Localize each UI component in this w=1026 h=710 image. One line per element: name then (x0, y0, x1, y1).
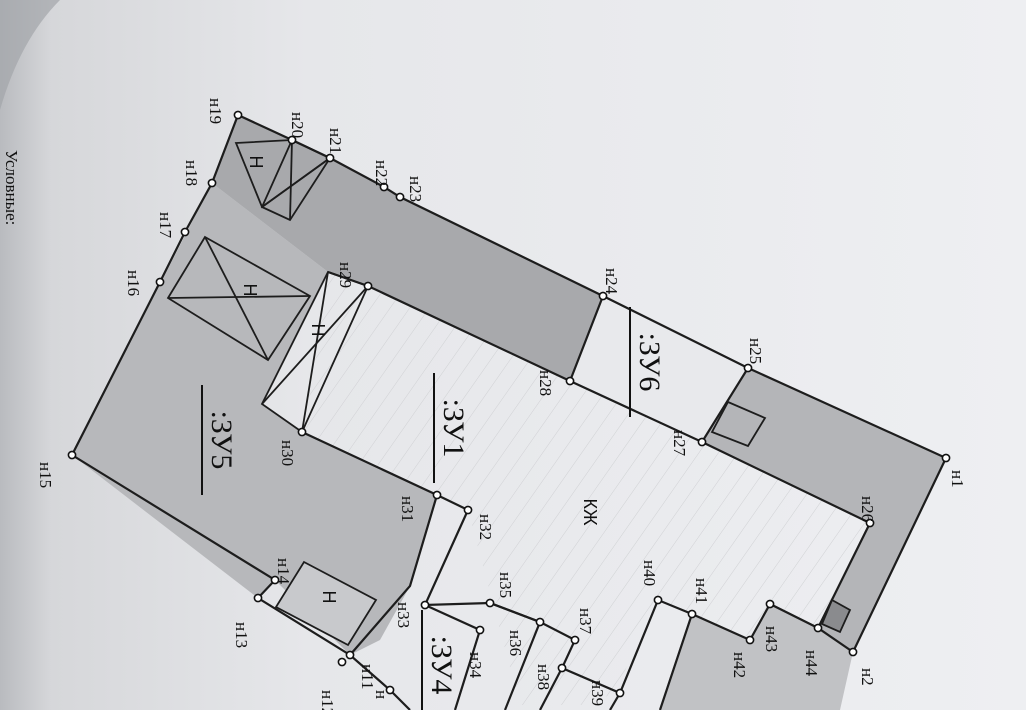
vertex-p25 (743, 363, 753, 373)
vertex-p44 (813, 623, 823, 633)
vertex-p30 (297, 427, 307, 437)
vertex-p34 (475, 625, 485, 635)
vertex-p40 (653, 595, 663, 605)
point-label-p17: н17 (156, 212, 175, 239)
building-label-3: Н (308, 324, 328, 337)
vertex-markers (67, 110, 951, 698)
vertex-p37 (570, 635, 580, 645)
point-label-p38: н38 (534, 664, 553, 690)
point-label-p19: н19 (206, 98, 225, 124)
point-label-p39: н39 (588, 680, 607, 706)
margin-text: Условные: (2, 150, 21, 225)
vertex-p1 (941, 453, 951, 463)
point-label-p45: н (372, 690, 391, 699)
vertex-p33 (420, 600, 430, 610)
vertex-p17 (180, 227, 190, 237)
point-label-p22: н22 (372, 160, 391, 186)
point-label-p18: н18 (182, 160, 201, 186)
point-label-p32: н32 (476, 514, 495, 540)
zone-label-zu4: :ЗУ4 (425, 636, 458, 695)
point-labels: н1 н2 н11 н12 н13 н14 н15 н16 н17 н18 н19 н20 н21 н22… (36, 98, 967, 710)
point-label-p15: н15 (36, 462, 55, 488)
photo-shadow (0, 0, 60, 110)
point-label-p21: н21 (326, 128, 345, 154)
vertex-p27 (697, 437, 707, 447)
building-label-4: Н (319, 591, 339, 604)
parcel-right-band (702, 368, 946, 652)
vertex-p24 (598, 291, 608, 301)
point-label-p43: н43 (762, 626, 781, 652)
point-label-p34: н34 (466, 652, 485, 679)
point-label-p30: н30 (278, 440, 297, 466)
point-label-p14: н14 (274, 558, 293, 585)
vertex-p18 (207, 178, 217, 188)
vertex-p43 (765, 599, 775, 609)
vertex-p15 (67, 450, 77, 460)
point-label-p2: н2 (858, 668, 877, 686)
parcel-top-band (212, 115, 603, 381)
buildings (166, 138, 852, 647)
vertex-p11 (345, 650, 355, 660)
zone-label-kzh: КЖ (580, 498, 600, 525)
point-label-p44: н44 (802, 650, 821, 677)
parcel-zu1 (302, 272, 870, 705)
vertex-p45 (385, 685, 395, 695)
vertex-p41 (687, 609, 697, 619)
point-label-p20: н20 (288, 112, 307, 138)
point-label-p12: н12 (318, 690, 337, 710)
point-label-p16: н16 (124, 270, 143, 296)
point-label-p25: н25 (746, 338, 765, 364)
vertex-p32 (463, 505, 473, 515)
vertex-p20 (287, 135, 297, 145)
point-label-p27: н27 (670, 430, 689, 457)
point-label-p26: н26 (858, 496, 877, 522)
vertex-p36 (535, 617, 545, 627)
vertex-p39 (615, 688, 625, 698)
vertex-p13 (253, 593, 263, 603)
vertex-p21 (325, 153, 335, 163)
point-label-p13: н13 (232, 622, 251, 648)
vertex-p23 (395, 192, 405, 202)
vertex-p2 (848, 647, 858, 657)
vertex-p22 (379, 182, 389, 192)
vertex-p28 (565, 376, 575, 386)
vertex-p12 (337, 657, 347, 667)
point-label-p28: н28 (536, 370, 555, 396)
zone-label-zu6: :ЗУ6 (633, 333, 666, 392)
vertex-p29 (363, 281, 373, 291)
point-label-p40: н40 (640, 560, 659, 586)
point-label-p36: н36 (506, 630, 525, 656)
vertex-p31 (432, 490, 442, 500)
point-label-p11: н11 (358, 664, 377, 689)
point-label-p41: н41 (692, 578, 711, 604)
vertex-p38 (557, 663, 567, 673)
parcel-zu5 (72, 183, 437, 655)
point-label-p42: н42 (730, 652, 749, 678)
vertex-p26 (865, 518, 875, 528)
building-label-2: Н (240, 284, 260, 297)
vertex-p42 (745, 635, 755, 645)
point-label-p37: н37 (576, 608, 595, 635)
parcel-zu6 (570, 296, 748, 442)
building-label-1: Н (246, 156, 266, 169)
zone-label-zu5: :ЗУ5 (205, 411, 238, 470)
vertex-p35 (485, 598, 495, 608)
point-label-p29: н29 (336, 262, 355, 288)
zone-label-zu1: :ЗУ1 (437, 399, 470, 458)
point-label-p23: н23 (406, 176, 425, 202)
point-label-p33: н33 (394, 602, 413, 628)
point-label-p1: н1 (948, 470, 967, 488)
vertex-p19 (233, 110, 243, 120)
point-label-p24: н24 (602, 268, 621, 295)
point-label-p31: н31 (398, 496, 417, 522)
vertex-p16 (155, 277, 165, 287)
parcel-bottom-right (660, 604, 853, 710)
point-label-p35: н35 (496, 572, 515, 598)
vertex-p14 (270, 575, 280, 585)
